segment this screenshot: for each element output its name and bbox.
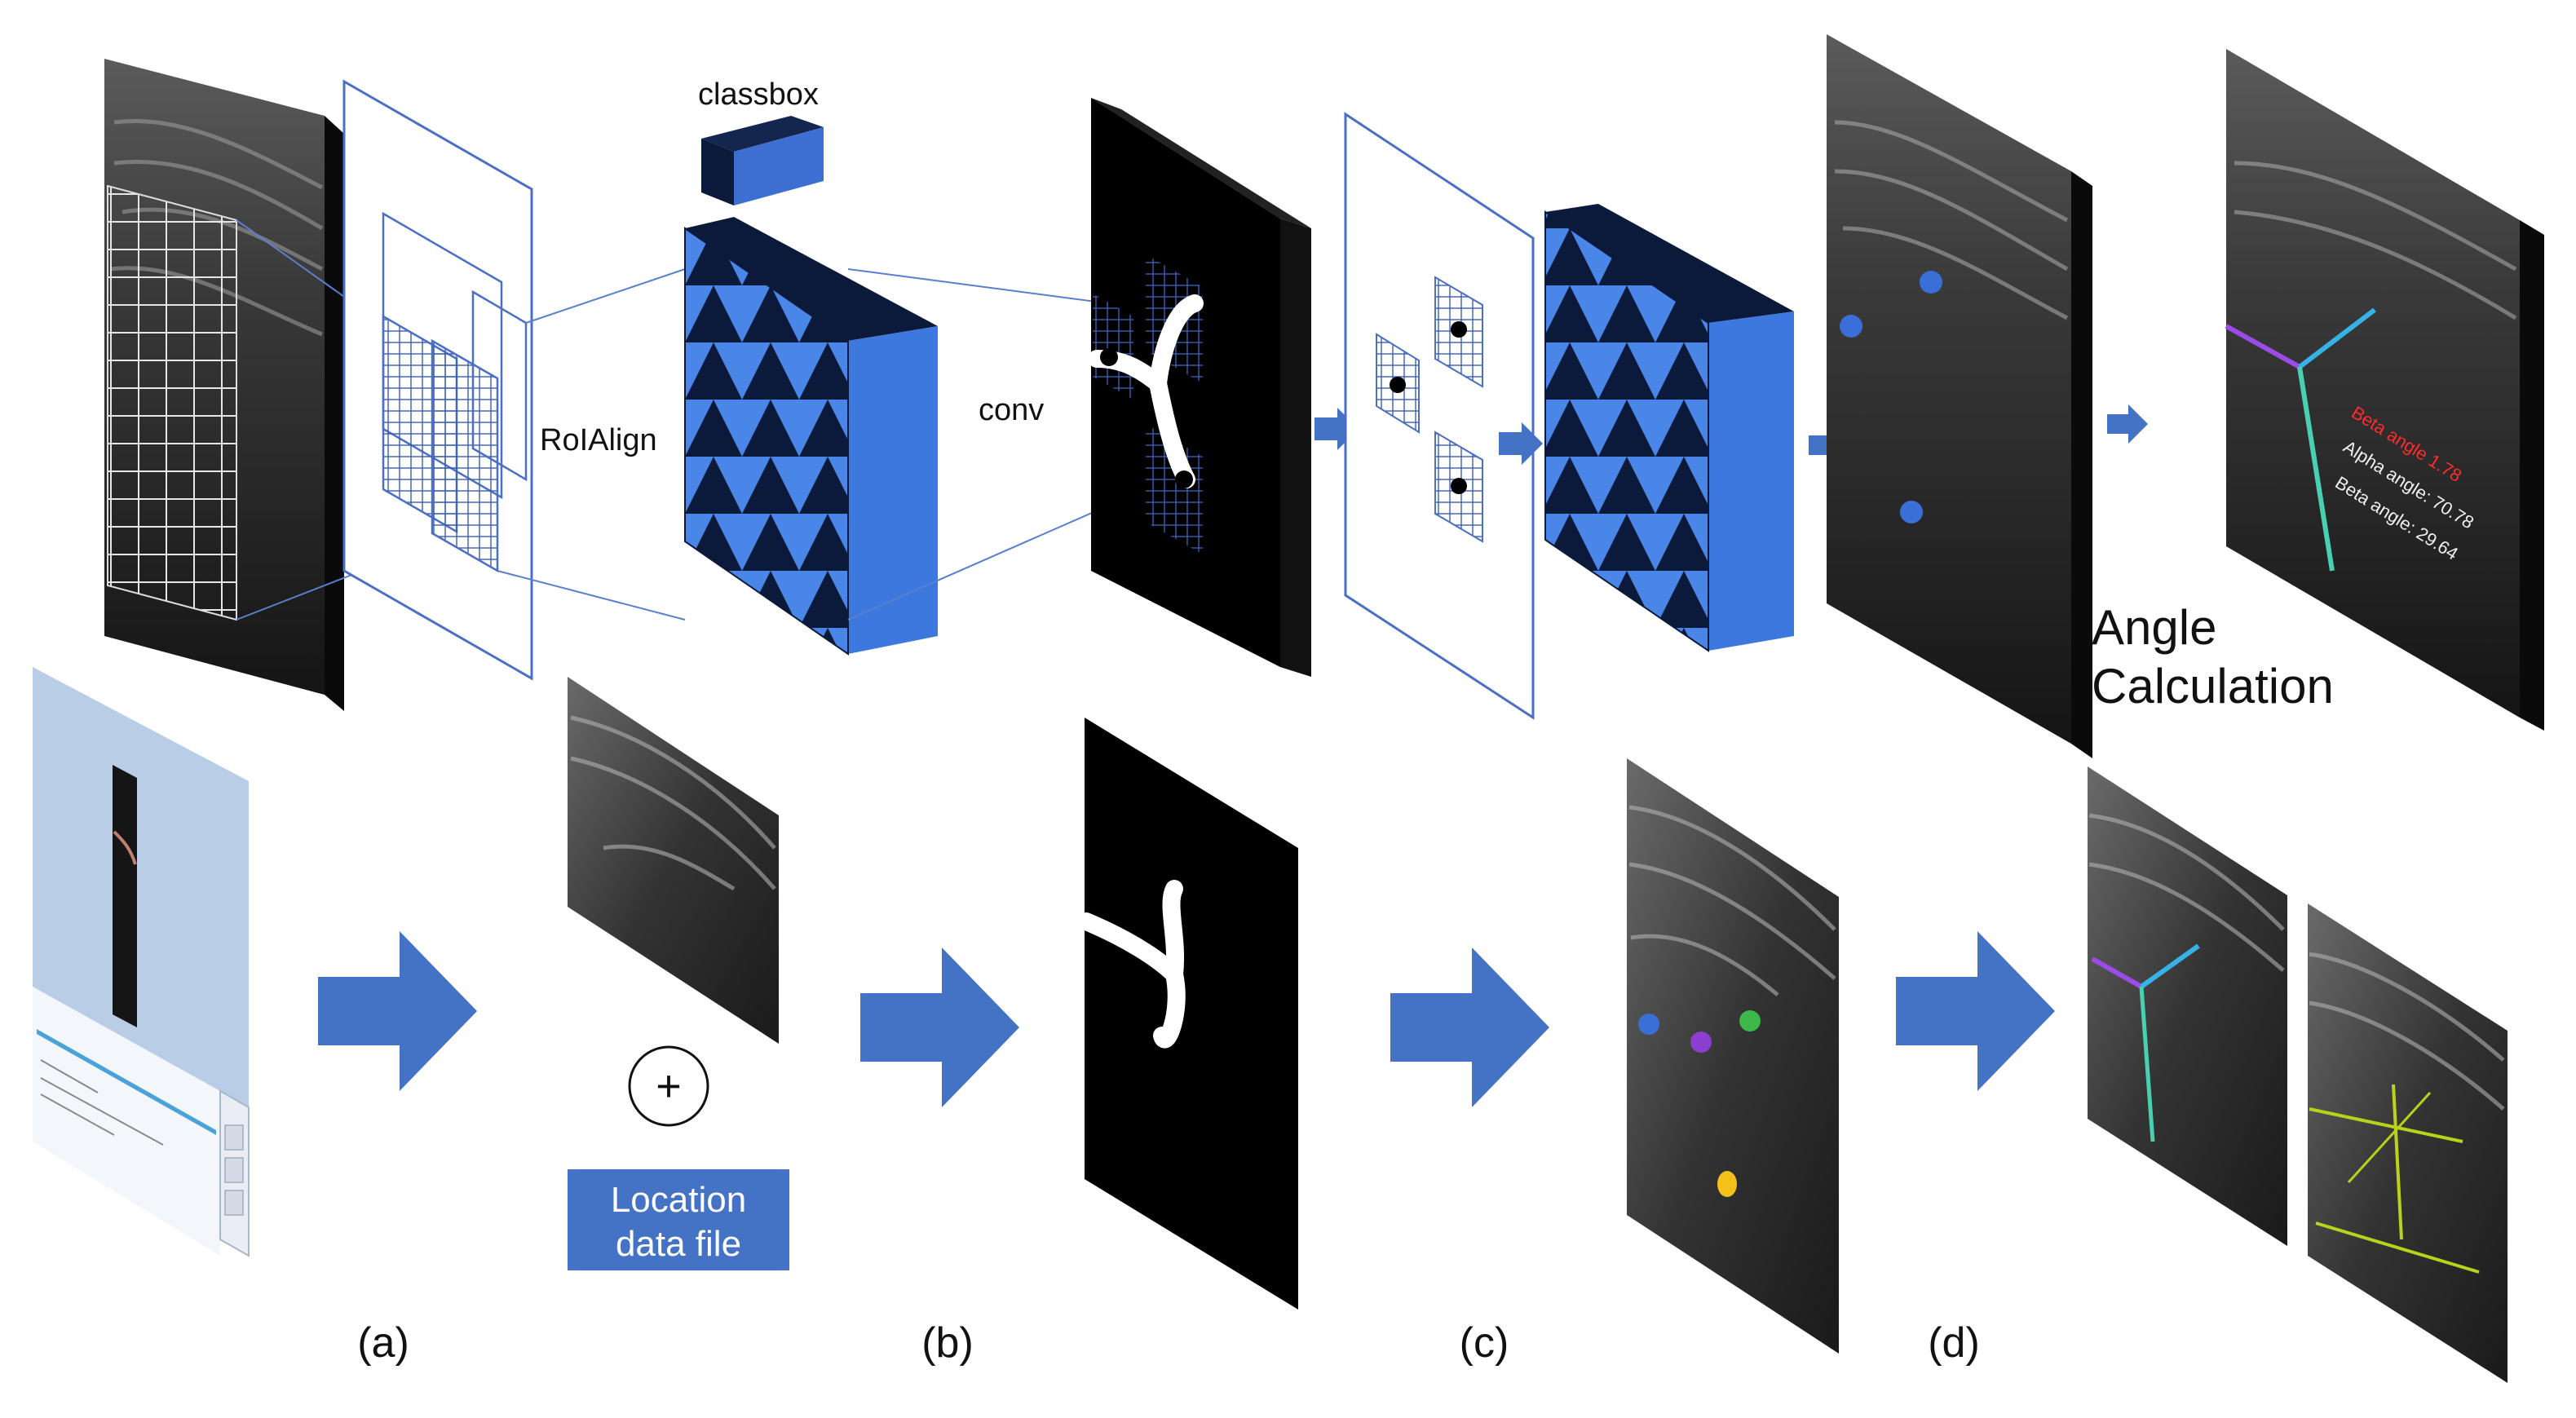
arrow-small-2: [1499, 422, 1543, 465]
location-data-file-line2: data file: [616, 1224, 741, 1264]
keypoint-plane: [1344, 112, 1535, 720]
plus-sign: +: [656, 1062, 682, 1111]
label-angle: Angle: [2092, 600, 2216, 655]
classbox-block: [701, 116, 824, 205]
input-ultrasound-slab: [104, 59, 344, 711]
location-data-file-line1: Location: [611, 1180, 746, 1220]
arrow-small-4: [2107, 404, 2148, 444]
step-label-d: (d): [1928, 1319, 1980, 1367]
location-data-file-box: Location data file: [568, 1169, 789, 1270]
step-label-a: (a): [357, 1319, 409, 1367]
angle-result-1: [2088, 766, 2287, 1246]
app-window-thumbnail: [33, 667, 250, 1257]
angle-result-2: [2308, 903, 2508, 1383]
label-calculation: Calculation: [2092, 659, 2334, 713]
keypoint-ultrasound-bottom: [1627, 758, 1839, 1354]
arrow-large-2: [860, 948, 1019, 1107]
step-label-c: (c): [1460, 1319, 1509, 1367]
label-conv: conv: [979, 393, 1044, 427]
feature-projection-lines: [497, 268, 686, 621]
mask-slab-top: [1088, 98, 1311, 677]
arrow-large-1: [318, 931, 477, 1091]
arrow-large-4: [1896, 931, 2055, 1091]
cropped-ultrasound: [568, 677, 779, 1044]
mask-slab-bottom: [1077, 718, 1298, 1310]
step-label-b: (b): [921, 1319, 974, 1367]
plus-operator: +: [628, 1045, 709, 1127]
feature-block-1: [684, 217, 938, 656]
feature-block-2: [1544, 204, 1794, 652]
keypoint-ultrasound-slab: [1827, 34, 2092, 758]
label-classbox: classbox: [698, 77, 819, 112]
arrow-large-3: [1390, 948, 1549, 1107]
roialign-plane: [342, 79, 533, 681]
angle-output-slab: Beta angle 1.78 Alpha angle: 70.78 Beta …: [2225, 49, 2544, 731]
label-roialign: RoIAlign: [540, 423, 657, 457]
